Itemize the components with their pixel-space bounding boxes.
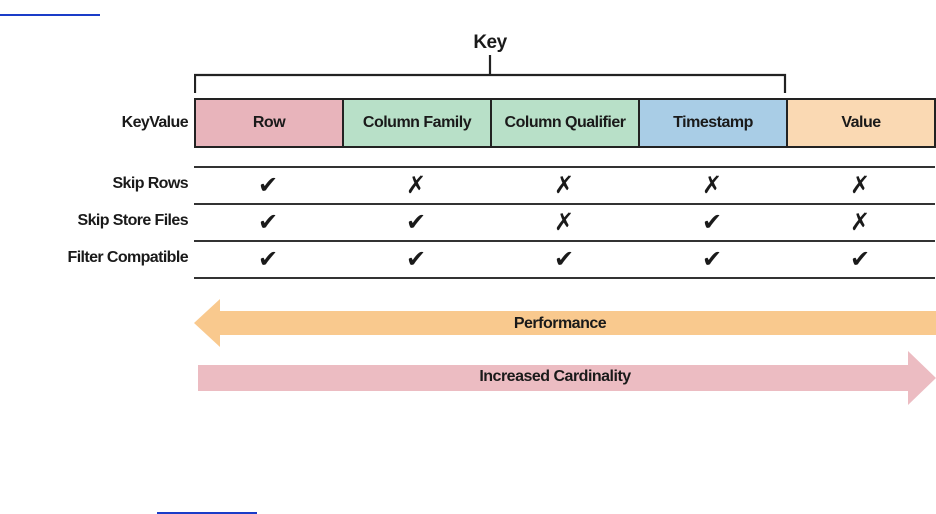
cell-label: Value xyxy=(841,114,881,131)
performance-arrow xyxy=(194,299,936,347)
row-label-skip-store-files: Skip Store Files xyxy=(77,212,189,229)
cross-icon: ✗ xyxy=(405,172,427,199)
table-rule xyxy=(194,203,935,205)
check-icon: ✔ xyxy=(257,246,279,273)
cell-column-family: Column Family xyxy=(342,98,490,148)
cell-label: Row xyxy=(252,114,286,131)
check-icon: ✔ xyxy=(553,246,575,273)
cardinality-arrow xyxy=(198,351,936,405)
cross-icon: ✗ xyxy=(553,172,575,199)
cell-row: Row xyxy=(194,98,342,148)
cardinality-label: Increased Cardinality xyxy=(479,368,631,385)
cell-label: Column Family xyxy=(362,114,472,131)
row-label-skip-rows: Skip Rows xyxy=(112,175,188,192)
cell-label: Column Qualifier xyxy=(504,114,626,131)
check-icon: ✔ xyxy=(405,209,427,236)
key-label: Key xyxy=(473,32,507,53)
cross-icon: ✗ xyxy=(849,172,871,199)
cell-timestamp: Timestamp xyxy=(638,98,786,148)
check-icon: ✔ xyxy=(405,246,427,273)
table-rule xyxy=(194,166,935,168)
performance-label: Performance xyxy=(513,315,607,332)
cross-icon: ✗ xyxy=(849,209,871,236)
key-bracket xyxy=(194,55,787,93)
keyvalue-label: KeyValue xyxy=(121,114,189,131)
check-icon: ✔ xyxy=(701,209,723,236)
cell-label: Timestamp xyxy=(673,114,753,131)
cell-column-qualifier: Column Qualifier xyxy=(490,98,638,148)
table-rule xyxy=(194,240,935,242)
check-icon: ✔ xyxy=(257,209,279,236)
cell-value: Value xyxy=(786,98,936,148)
row-label-filter-compatible: Filter Compatible xyxy=(67,249,189,266)
cross-icon: ✗ xyxy=(553,209,575,236)
check-icon: ✔ xyxy=(849,246,871,273)
cross-icon: ✗ xyxy=(701,172,723,199)
check-icon: ✔ xyxy=(701,246,723,273)
check-icon: ✔ xyxy=(257,172,279,199)
table-rule xyxy=(194,277,935,279)
top-link-underline[interactable] xyxy=(0,14,100,16)
